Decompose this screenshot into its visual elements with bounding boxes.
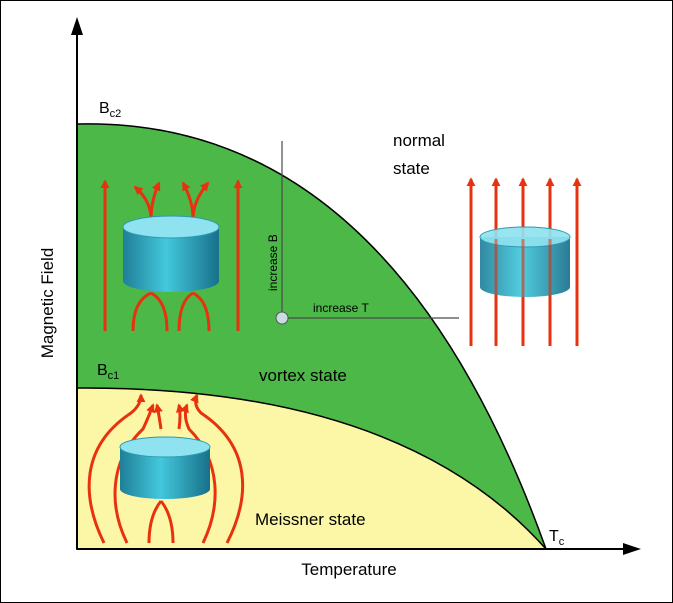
normal-cylinder [479, 226, 571, 297]
normal-field-lines-front [494, 239, 552, 297]
y-axis-arrow [71, 17, 83, 35]
normal-state-label-line1: normal [393, 131, 445, 150]
bc2-label: Bc2 [99, 100, 121, 120]
bc1-label: Bc1 [97, 362, 119, 382]
meissner-region [76, 387, 548, 550]
increase-t-label: increase T [313, 301, 369, 315]
meissner-state-label: Meissner state [255, 510, 366, 529]
vortex-cylinder [122, 215, 220, 292]
increase-b-label: increase B [266, 234, 280, 291]
meissner-field-lines [87, 393, 245, 544]
meissner-cylinder [119, 436, 211, 499]
vortex-state-label: vortex state [259, 366, 347, 385]
vortex-field-lines [100, 179, 243, 332]
state-marker [275, 311, 289, 325]
normal-state-label-line2: state [393, 159, 430, 178]
tc-label: Tc [549, 528, 565, 548]
y-axis-label: Magnetic Field [38, 248, 57, 359]
x-axis-label: Temperature [301, 560, 396, 579]
x-axis-arrow [623, 543, 641, 555]
